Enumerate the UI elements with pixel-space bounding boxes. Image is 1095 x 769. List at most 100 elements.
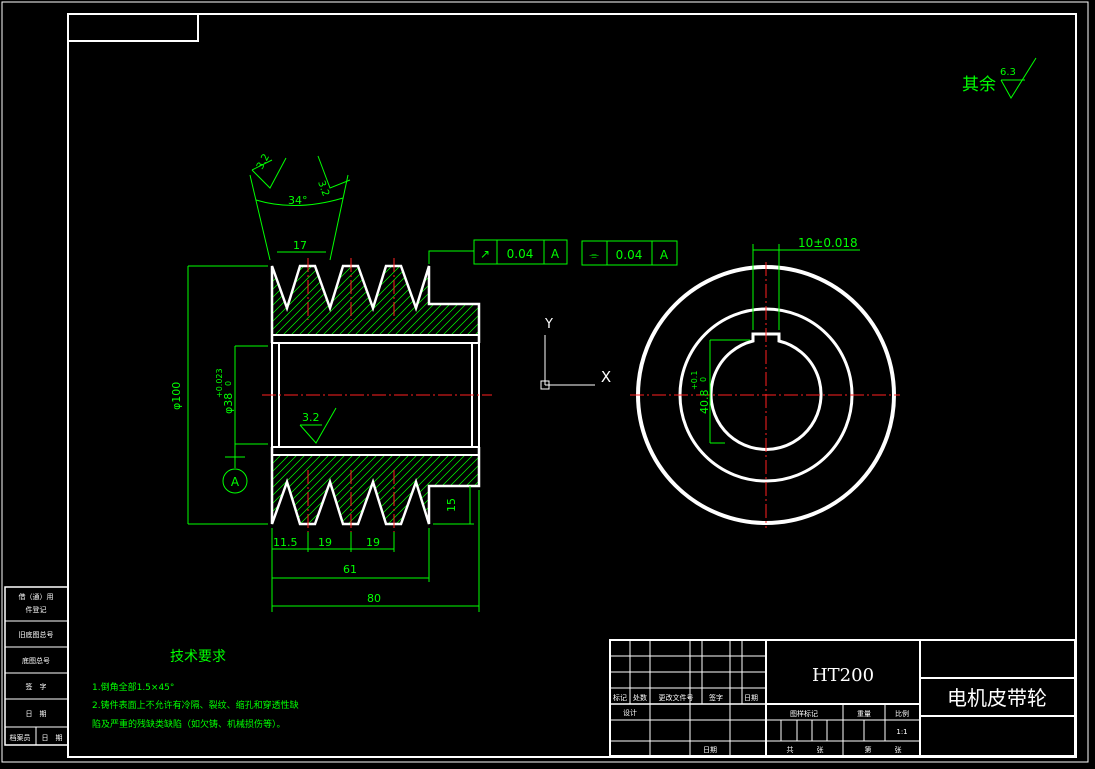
hatch-line (486, 260, 566, 340)
hatch-line (526, 260, 606, 340)
side-r3: 底图总号 (22, 656, 50, 665)
hatch-line (453, 266, 479, 335)
groove-rough-2: 3.2 (315, 179, 331, 198)
side-r2: 旧底图总号 (19, 630, 54, 639)
dim-angle: 34° (288, 194, 308, 207)
hatch-line (542, 260, 622, 340)
tb-bili: 比例 (895, 709, 909, 718)
tb-h-gengai: 更改文件号 (659, 693, 694, 702)
tb-material: HT200 (812, 665, 874, 686)
hatch-line (272, 455, 319, 524)
dim-bore-tol-low: 0 (224, 381, 233, 386)
tb-h-biaoji: 标记 (613, 693, 627, 702)
tb-h-chushu: 处数 (633, 693, 647, 702)
hatch-line (494, 450, 574, 530)
dim-outer-dia: φ100 (170, 382, 183, 410)
hatch-line (477, 455, 479, 524)
hatch-line (325, 266, 407, 335)
hatch-line (272, 455, 279, 524)
hatch-line (272, 455, 303, 524)
title-block: HT200 电机皮带轮 标记 处数 更改文件号 签字 日期 设计 日期 图样标记… (609, 639, 1076, 757)
dim-keyway-tol: +0.1 (690, 371, 699, 390)
hatch-line (510, 450, 590, 530)
ucs-icon: Y X (540, 317, 611, 390)
hatch-line (550, 450, 630, 530)
hatch-line (272, 455, 311, 524)
hatch-line (150, 260, 230, 340)
side-table: 借（通）用 件登记 旧底图总号 底图总号 签 字 日 期 档案员 日 期 (4, 586, 69, 746)
tech-line1: 1.倒角全部1.5×45° (92, 681, 174, 693)
dim-61: 61 (343, 563, 357, 576)
hatch-line (182, 450, 262, 530)
tb-tuyang-biaoji: 图样标记 (790, 709, 818, 718)
tech-requirements: 技术要求 1.倒角全部1.5×45° 2.铸件表面上不允许有冷隔、裂纹、缩孔和穿… (92, 649, 299, 730)
hatch-line (550, 260, 630, 340)
hatch-line (486, 450, 566, 530)
tb-di: 第 (865, 745, 872, 754)
roughness-other-value: 6.3 (1000, 67, 1016, 78)
hatch-line (190, 450, 270, 530)
tol2-datum: A (660, 248, 669, 262)
hatch-line (469, 455, 479, 524)
hatch-line (277, 266, 359, 335)
inner-border (67, 13, 1077, 758)
hatch-line (542, 450, 622, 530)
side-r6a: 档案员 (10, 733, 31, 742)
end-view-dimensions: 10±0.018 40.8 +0.1 0 (690, 236, 860, 444)
hatch-line (166, 260, 246, 340)
end-view (630, 262, 900, 528)
dim-bore-dia: φ38 (222, 393, 235, 414)
hatch-line (534, 450, 614, 530)
side-r1a: 借（通）用 (19, 592, 54, 601)
dim-11-5: 11.5 (273, 536, 298, 549)
hatch-line (150, 450, 230, 530)
tb-zhang: 张 (817, 745, 824, 754)
hatch-line (341, 455, 423, 524)
tol1-datum: A (551, 247, 560, 261)
dim-bore-tol: +0.023 (215, 368, 224, 398)
side-r5: 日 期 (26, 710, 47, 718)
dim-keyway-tol-low: 0 (699, 377, 708, 382)
bore-rough: 3.2 (302, 411, 320, 424)
dim-step-15: 15 (445, 498, 458, 512)
dim-groove-top: 17 (293, 239, 307, 252)
hatch-line (301, 455, 383, 524)
hatch-line (174, 260, 254, 340)
hatch-line (190, 260, 270, 340)
dim-19b: 19 (366, 536, 380, 549)
section-dimensions: 34° 3.2 3.2 17 φ100 φ38 +0.023 0 3.2 A (170, 152, 480, 612)
tb-riqi2: 日期 (703, 746, 717, 754)
dim-80: 80 (367, 592, 381, 605)
hatch-line (558, 260, 638, 340)
hatch-line (272, 266, 319, 335)
tb-scale: 1:1 (896, 728, 907, 736)
hatch-line (158, 450, 238, 530)
hatch-line (445, 266, 479, 335)
corner-code-box (67, 13, 199, 42)
hatch-line (502, 260, 582, 340)
dim-keyway-depth: 40.8 (698, 390, 711, 415)
hatch-line (158, 260, 238, 340)
dim-19a: 19 (318, 536, 332, 549)
hatch-line (182, 260, 262, 340)
hatch-line (429, 266, 479, 335)
roughness-other-label: 其余 (962, 75, 996, 95)
tb-h-riqi: 日期 (744, 694, 758, 702)
tb-zhang2: 张 (895, 745, 902, 754)
hatch-line (469, 266, 479, 335)
hatch-line (558, 450, 638, 530)
dim-keyway-width: 10±0.018 (798, 236, 858, 250)
hatch-line (272, 455, 295, 524)
ucs-x: X (601, 368, 611, 386)
hatch-line (461, 266, 479, 335)
side-r1b: 件登记 (26, 605, 47, 614)
tol1-value: 0.04 (507, 247, 534, 261)
tb-sheji: 设计 (623, 708, 637, 717)
hatch-line (502, 450, 582, 530)
hatch-line (494, 260, 574, 340)
hatch-line (518, 450, 598, 530)
roughness-other: 其余 6.3 (962, 57, 1037, 99)
side-r4: 签 字 (26, 682, 47, 691)
